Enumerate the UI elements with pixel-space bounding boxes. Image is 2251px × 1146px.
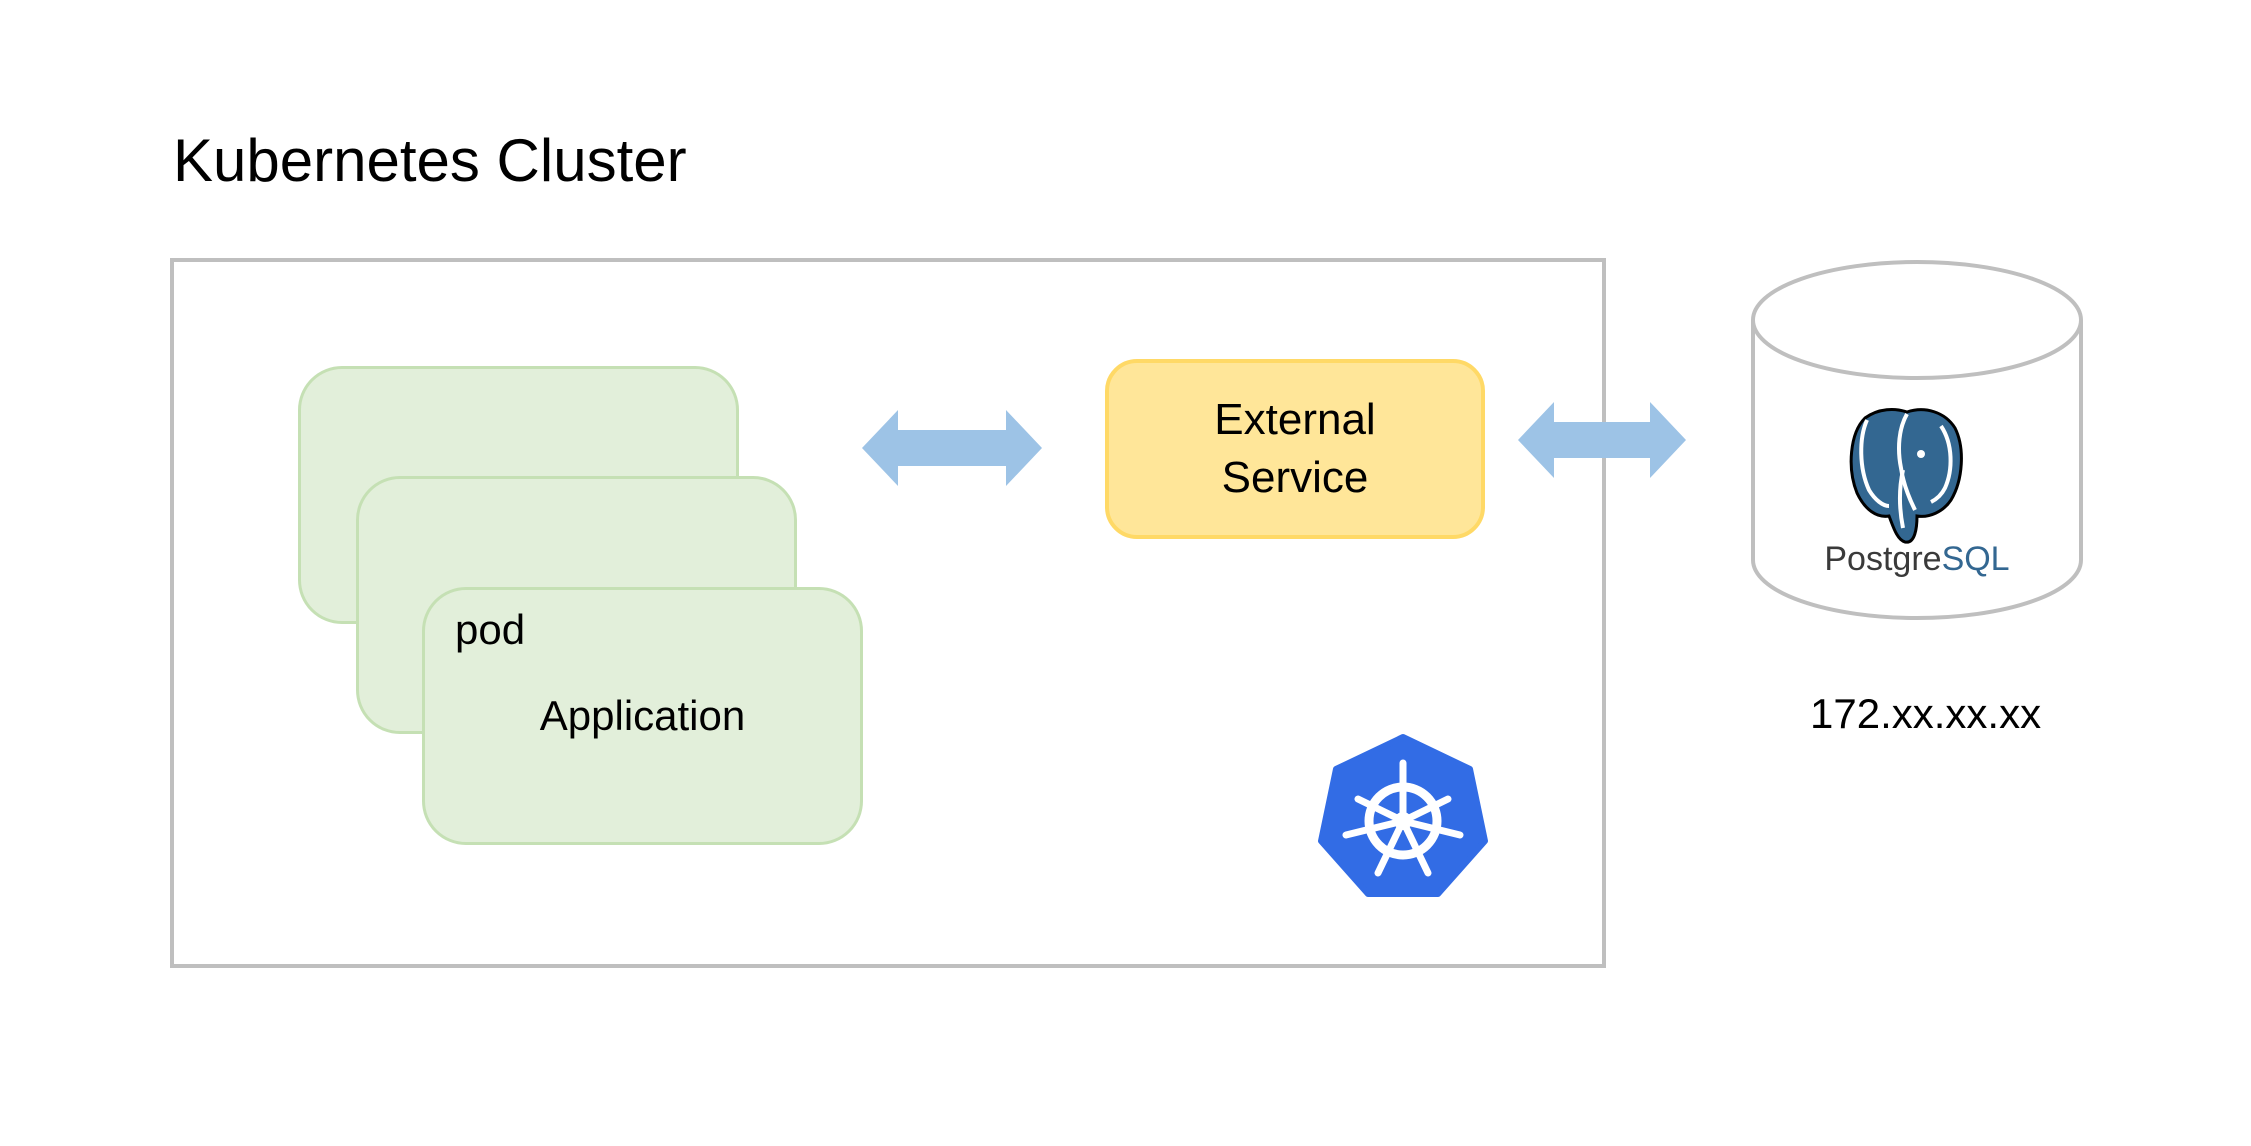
double-arrow-icon	[1518, 402, 1686, 478]
kubernetes-helm-icon	[1318, 734, 1488, 897]
double-arrow-icon	[862, 410, 1042, 486]
pod-label: pod	[455, 606, 526, 653]
service-label-line1: External	[1214, 395, 1376, 444]
postgresql-logo-text: PostgreSQL	[1750, 540, 2084, 579]
diagram-title: Kubernetes Cluster	[173, 127, 687, 194]
postgresql-elephant-icon	[1849, 408, 1963, 544]
external-service-box: External Service	[1105, 359, 1485, 539]
application-label: Application	[539, 692, 746, 739]
database-cylinder-icon	[1751, 260, 2083, 620]
postgresql-logo-text-prefix: Postgre	[1824, 540, 1942, 578]
database-ip-label: 172.xx.xx.xx	[1810, 690, 2042, 737]
pod-card-front: pod Application	[422, 587, 863, 845]
postgresql-logo-text-suffix: SQL	[1941, 540, 2010, 578]
service-label-line2: Service	[1221, 453, 1369, 502]
